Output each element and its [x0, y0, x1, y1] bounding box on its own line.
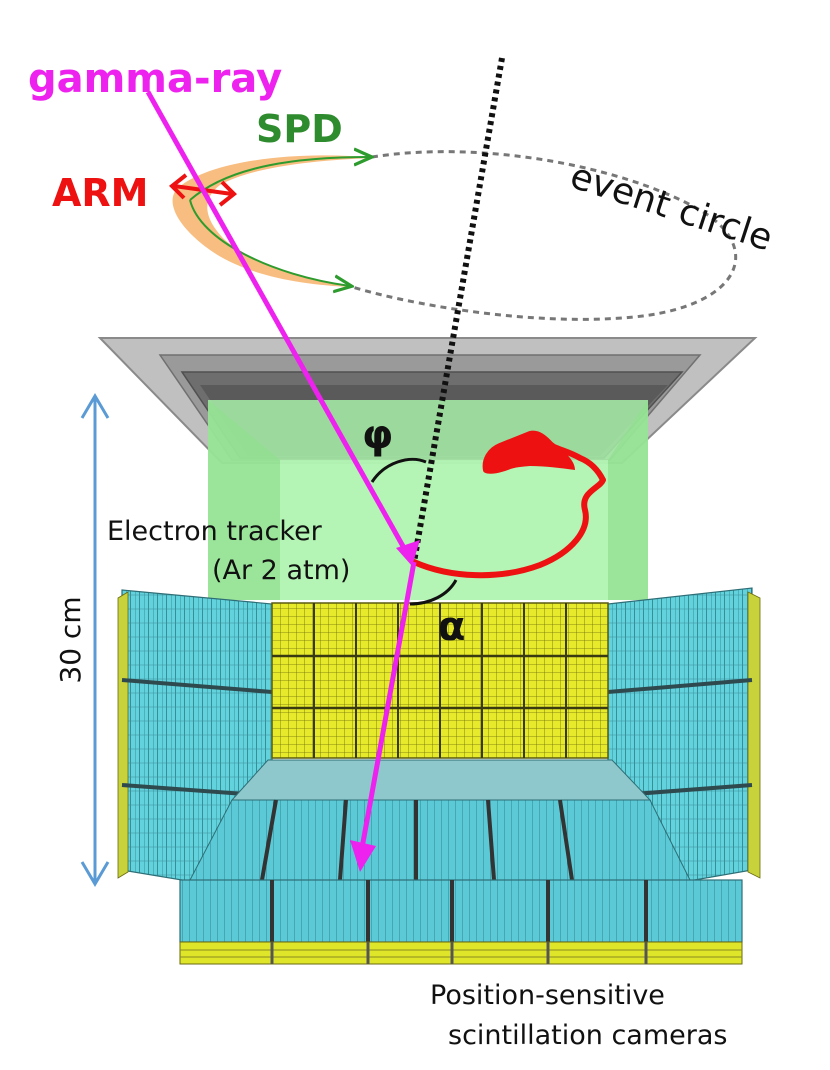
- alpha-label: α: [438, 604, 465, 650]
- event-circle: [351, 150, 738, 321]
- cameras-label-line2: scintillation cameras: [448, 1020, 727, 1051]
- bottom-scintillator-cameras: [179, 759, 743, 965]
- gamma-ray-track: [145, 90, 420, 872]
- cameras-label-line1: Position-sensitive: [430, 980, 665, 1011]
- phi-angle-arc: [370, 457, 427, 483]
- arm-label: ARM: [52, 171, 148, 215]
- arm-band: [172, 155, 375, 287]
- electron-track-blob: [485, 434, 575, 472]
- gamma-ray-label: gamma-ray: [28, 56, 282, 102]
- electron-tracker-label: Electron tracker: [107, 516, 323, 547]
- back-scintillator-wall: [271, 602, 609, 759]
- alpha-angle-arc: [409, 579, 458, 606]
- reconstructed-direction-line: [411, 57, 505, 563]
- event-circle-label: event circle: [565, 156, 777, 260]
- scale-arrow: [80, 393, 110, 887]
- phi-label: φ: [362, 412, 393, 458]
- tracker-volume: [208, 400, 648, 600]
- scale-label: 30 cm: [54, 596, 87, 683]
- electron-tracker-gas-label: (Ar 2 atm): [212, 555, 350, 586]
- spd-label: SPD: [256, 107, 343, 151]
